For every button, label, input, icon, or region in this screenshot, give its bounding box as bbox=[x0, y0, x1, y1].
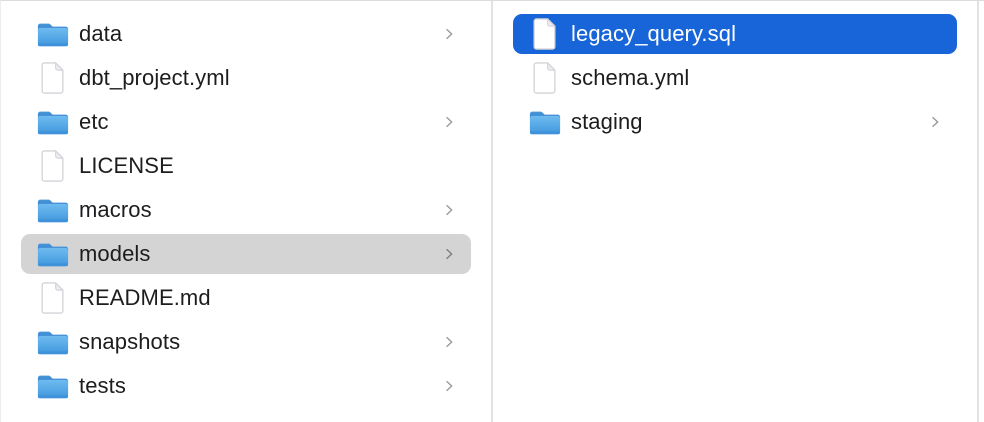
item-label: data bbox=[79, 21, 123, 46]
row-README.md[interactable]: README.md bbox=[21, 278, 471, 318]
item-label: LICENSE bbox=[79, 153, 174, 178]
folder-icon bbox=[36, 20, 73, 49]
folder-icon bbox=[36, 108, 73, 137]
item-label: etc bbox=[79, 109, 109, 134]
chevron-right-icon bbox=[441, 378, 457, 394]
row-legacy_query.sql[interactable]: legacy_query.sql bbox=[513, 14, 957, 54]
file-icon bbox=[36, 282, 73, 314]
row-data[interactable]: data bbox=[21, 14, 471, 54]
item-label: macros bbox=[79, 197, 152, 222]
folder-icon bbox=[36, 240, 73, 269]
finder-column-left: data dbt_project.yml etc LICENSE macros … bbox=[1, 1, 491, 422]
chevron-right-icon bbox=[927, 114, 943, 130]
finder-column-right: legacy_query.sql schema.yml staging bbox=[493, 1, 977, 422]
row-LICENSE[interactable]: LICENSE bbox=[21, 146, 471, 186]
row-snapshots[interactable]: snapshots bbox=[21, 322, 471, 362]
file-icon bbox=[528, 62, 565, 94]
item-label: tests bbox=[79, 373, 126, 398]
row-staging[interactable]: staging bbox=[513, 102, 957, 142]
row-dbt_project.yml[interactable]: dbt_project.yml bbox=[21, 58, 471, 98]
chevron-right-icon bbox=[441, 114, 457, 130]
chevron-right-icon bbox=[441, 26, 457, 42]
row-tests[interactable]: tests bbox=[21, 366, 471, 406]
file-icon bbox=[36, 150, 73, 182]
folder-icon bbox=[36, 328, 73, 357]
row-macros[interactable]: macros bbox=[21, 190, 471, 230]
file-icon bbox=[528, 18, 565, 50]
item-label: models bbox=[79, 241, 151, 266]
folder-icon bbox=[528, 108, 565, 137]
column-divider[interactable] bbox=[491, 1, 493, 422]
chevron-right-icon bbox=[441, 334, 457, 350]
column-divider[interactable] bbox=[977, 1, 979, 422]
folder-icon bbox=[36, 372, 73, 401]
folder-icon bbox=[36, 196, 73, 225]
chevron-right-icon bbox=[441, 246, 457, 262]
chevron-right-icon bbox=[441, 202, 457, 218]
row-etc[interactable]: etc bbox=[21, 102, 471, 142]
item-label: schema.yml bbox=[571, 65, 690, 90]
row-models[interactable]: models bbox=[21, 234, 471, 274]
item-label: staging bbox=[571, 109, 643, 134]
item-label: README.md bbox=[79, 285, 211, 310]
item-label: legacy_query.sql bbox=[571, 21, 737, 46]
file-icon bbox=[36, 62, 73, 94]
next-column-sliver bbox=[979, 1, 984, 422]
item-label: dbt_project.yml bbox=[79, 65, 230, 90]
row-schema.yml[interactable]: schema.yml bbox=[513, 58, 957, 98]
item-label: snapshots bbox=[79, 329, 181, 354]
